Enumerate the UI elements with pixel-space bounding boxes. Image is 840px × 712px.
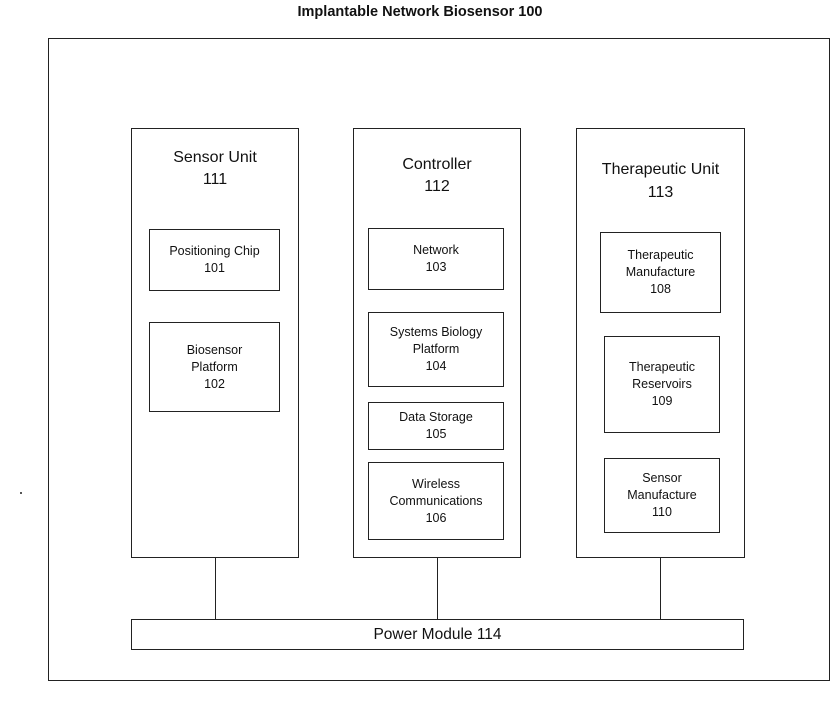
data-storage-label: Data Storage xyxy=(399,409,473,426)
power-module: Power Module 114 xyxy=(131,619,744,650)
therapeutic-manufacture-label-2: Manufacture xyxy=(626,264,695,281)
sensor-manufacture-box: Sensor Manufacture 110 xyxy=(604,458,720,533)
wireless-communications-box: Wireless Communications 106 xyxy=(368,462,504,540)
sensor-power-connector xyxy=(215,558,216,619)
wireless-number: 106 xyxy=(389,510,482,527)
diagram-title: Implantable Network Biosensor 100 xyxy=(0,4,840,20)
data-storage-number: 105 xyxy=(399,426,473,443)
systems-biology-platform-box: Systems Biology Platform 104 xyxy=(368,312,504,387)
biosensor-platform-box: Biosensor Platform 102 xyxy=(149,322,280,412)
therapeutic-unit-name: Therapeutic Unit xyxy=(577,159,744,180)
therapeutic-manufacture-label-1: Therapeutic xyxy=(626,247,695,264)
therapeutic-reservoirs-box: Therapeutic Reservoirs 109 xyxy=(604,336,720,433)
sensor-manufacture-label-1: Sensor xyxy=(627,470,696,487)
therapeutic-manufacture-box: Therapeutic Manufacture 108 xyxy=(600,232,721,313)
biosensor-platform-number: 102 xyxy=(187,376,243,393)
stray-mark xyxy=(20,492,22,494)
sensor-manufacture-number: 110 xyxy=(627,504,696,521)
positioning-chip-box: Positioning Chip 101 xyxy=(149,229,280,291)
network-label: Network xyxy=(413,242,459,259)
controller-power-connector xyxy=(437,558,438,619)
sensor-manufacture-label-2: Manufacture xyxy=(627,487,696,504)
therapeutic-reservoirs-label-2: Reservoirs xyxy=(629,376,695,393)
therapeutic-power-connector xyxy=(660,558,661,619)
systems-biology-label-1: Systems Biology xyxy=(390,324,482,341)
therapeutic-reservoirs-label-1: Therapeutic xyxy=(629,359,695,376)
therapeutic-reservoirs-number: 109 xyxy=(629,393,695,410)
controller-unit-name: Controller xyxy=(354,154,520,175)
network-box: Network 103 xyxy=(368,228,504,290)
data-storage-box: Data Storage 105 xyxy=(368,402,504,450)
sensor-unit-number: 111 xyxy=(132,169,298,190)
wireless-label-1: Wireless xyxy=(389,476,482,493)
network-number: 103 xyxy=(413,259,459,276)
positioning-chip-label: Positioning Chip xyxy=(169,243,259,260)
systems-biology-label-2: Platform xyxy=(390,341,482,358)
biosensor-platform-label-1: Biosensor xyxy=(187,342,243,359)
systems-biology-number: 104 xyxy=(390,358,482,375)
therapeutic-unit-number: 113 xyxy=(577,182,744,203)
sensor-unit-name: Sensor Unit xyxy=(132,147,298,168)
controller-unit-number: 112 xyxy=(354,176,520,197)
positioning-chip-number: 101 xyxy=(169,260,259,277)
therapeutic-manufacture-number: 108 xyxy=(626,281,695,298)
biosensor-platform-label-2: Platform xyxy=(187,359,243,376)
wireless-label-2: Communications xyxy=(389,493,482,510)
